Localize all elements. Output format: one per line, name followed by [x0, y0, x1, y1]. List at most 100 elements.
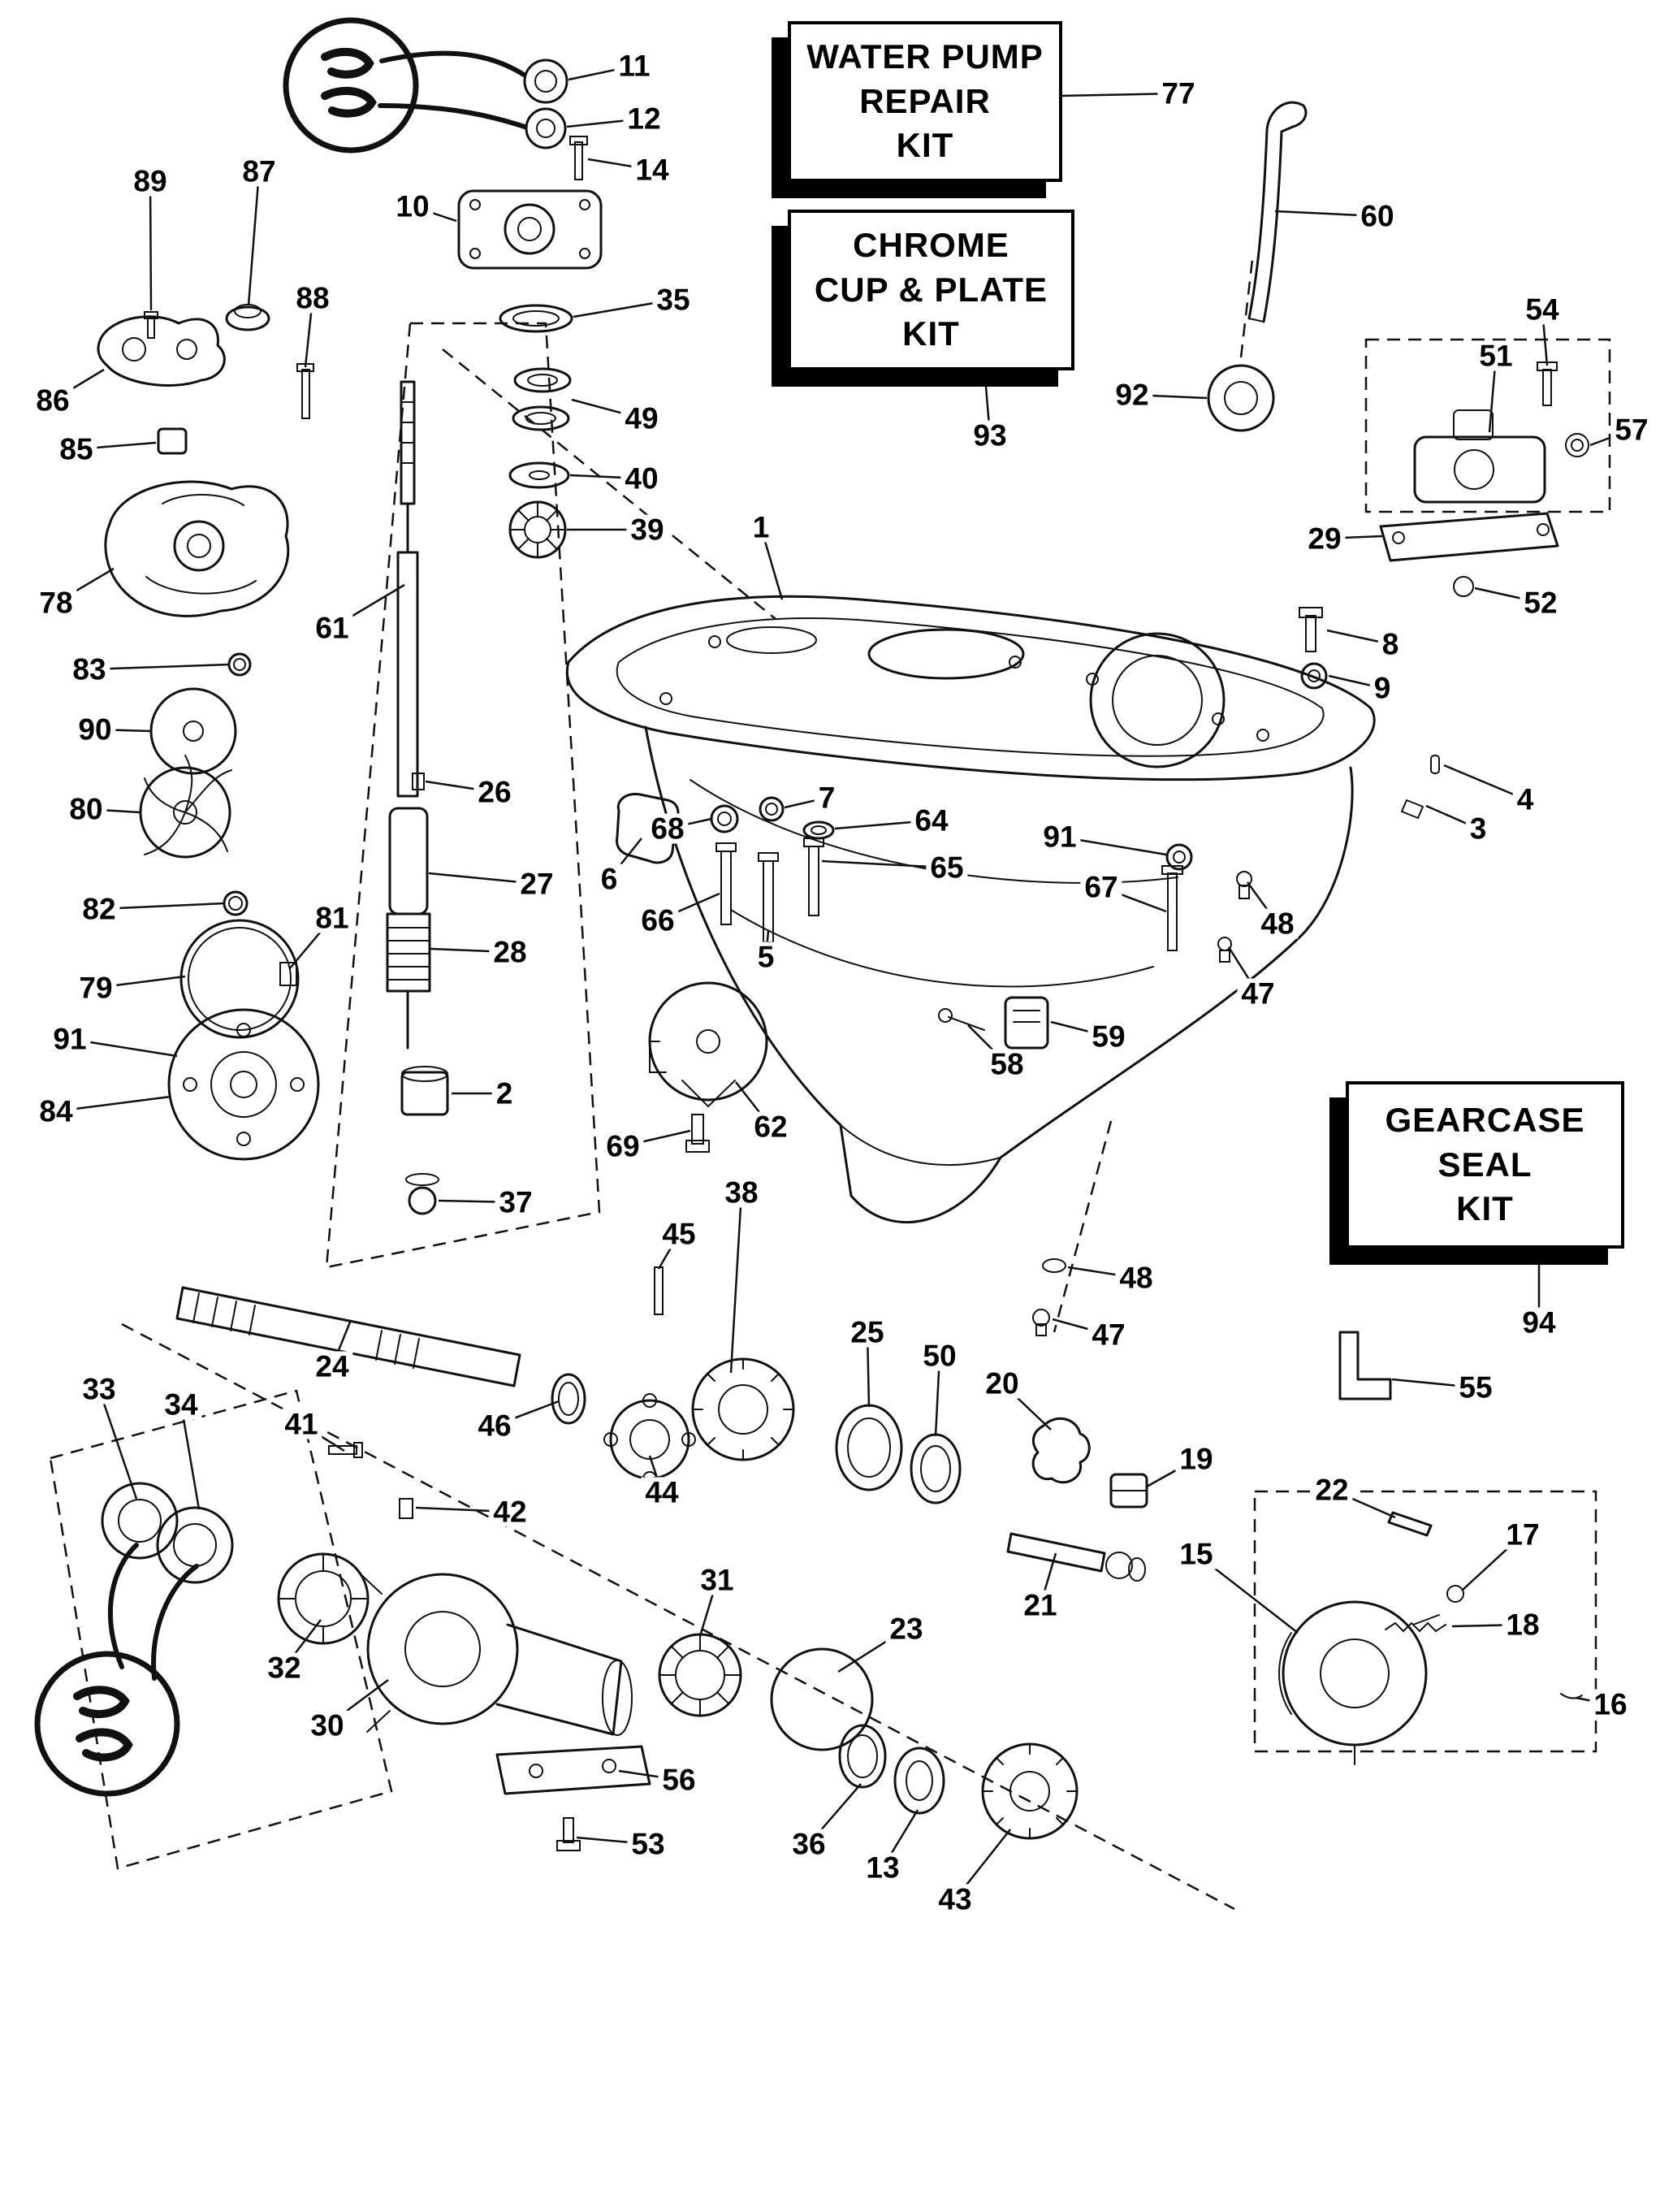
part-number-10: 10: [391, 191, 434, 222]
part-number-87: 87: [238, 156, 280, 187]
part-number-61: 61: [311, 613, 353, 643]
upper-seal-stack: [457, 58, 603, 559]
driveshaft-stack: [386, 380, 449, 1215]
part-number-38: 38: [720, 1177, 763, 1208]
part-number-46: 46: [473, 1410, 516, 1441]
kit-box-gearcase-seal: GEARCASE SEAL KIT: [1346, 1081, 1624, 1249]
part-number-21: 21: [1019, 1590, 1061, 1621]
part-number-7: 7: [814, 782, 840, 813]
part-number-22: 22: [1311, 1474, 1353, 1505]
part-number-39: 39: [626, 514, 668, 545]
part-number-27: 27: [516, 868, 558, 899]
part-number-34: 34: [160, 1389, 202, 1420]
part-number-81: 81: [311, 903, 353, 933]
leader-line: [89, 663, 230, 671]
part-number-52: 52: [1520, 587, 1562, 618]
part-number-20: 20: [981, 1368, 1023, 1399]
part-number-42: 42: [489, 1496, 531, 1527]
part-number-48: 48: [1256, 908, 1299, 939]
part-number-19: 19: [1175, 1444, 1217, 1474]
part-number-80: 80: [65, 794, 107, 825]
retaining-ring-detail-bottom: [34, 1543, 199, 1797]
part-number-44: 44: [641, 1477, 683, 1508]
part-number-8: 8: [1377, 629, 1403, 660]
part-number-91: 91: [1039, 821, 1081, 852]
water-tube-and-pickup: [1207, 101, 1589, 597]
part-number-93: 93: [969, 420, 1011, 451]
part-number-47: 47: [1087, 1319, 1130, 1350]
part-number-58: 58: [986, 1049, 1028, 1080]
part-number-49: 49: [620, 403, 663, 434]
part-number-67: 67: [1080, 872, 1122, 903]
part-number-14: 14: [631, 154, 673, 185]
water-pump-group: [97, 304, 320, 1161]
kit-label-line: WATER PUMP: [806, 37, 1044, 76]
part-number-32: 32: [263, 1652, 305, 1683]
part-number-2: 2: [491, 1078, 517, 1109]
part-number-89: 89: [129, 166, 171, 197]
part-number-56: 56: [658, 1764, 700, 1795]
part-number-64: 64: [910, 805, 953, 836]
leader-line: [149, 180, 153, 311]
part-number-69: 69: [602, 1131, 644, 1162]
part-number-25: 25: [846, 1317, 888, 1348]
part-number-15: 15: [1175, 1539, 1217, 1569]
part-number-17: 17: [1502, 1519, 1544, 1550]
leader-line: [97, 1388, 138, 1500]
part-number-26: 26: [473, 777, 516, 807]
leader-line: [1443, 764, 1526, 801]
part-number-68: 68: [646, 813, 689, 844]
part-number-36: 36: [788, 1829, 830, 1859]
kit-label-line: KIT: [1456, 1189, 1514, 1228]
kit-label-line: KIT: [896, 126, 954, 165]
part-number-43: 43: [934, 1884, 976, 1915]
kit-box-chrome-cup-plate: CHROME CUP & PLATE KIT: [788, 210, 1074, 370]
part-number-45: 45: [658, 1219, 700, 1249]
part-number-83: 83: [68, 654, 110, 685]
leader-line: [821, 859, 948, 869]
part-number-23: 23: [885, 1613, 927, 1644]
part-number-47: 47: [1237, 978, 1279, 1009]
retaining-ring-detail-top: [283, 17, 527, 154]
part-number-57: 57: [1610, 414, 1653, 445]
part-number-1: 1: [748, 512, 774, 543]
part-number-3: 3: [1465, 813, 1491, 844]
part-number-55: 55: [1455, 1372, 1497, 1403]
part-number-88: 88: [292, 283, 334, 314]
part-number-28: 28: [489, 937, 531, 967]
part-number-91: 91: [49, 1024, 91, 1054]
kit-label-line: REPAIR: [859, 81, 991, 120]
part-number-40: 40: [620, 463, 663, 494]
part-number-86: 86: [32, 385, 74, 416]
part-number-79: 79: [75, 972, 117, 1003]
part-number-94: 94: [1518, 1307, 1560, 1338]
propshaft-assembly: [101, 1266, 1583, 1851]
part-number-78: 78: [35, 587, 77, 618]
part-number-65: 65: [926, 852, 968, 883]
part-number-33: 33: [78, 1374, 120, 1405]
part-number-6: 6: [596, 864, 622, 894]
part-number-37: 37: [495, 1187, 537, 1218]
part-number-50: 50: [919, 1340, 961, 1371]
part-number-85: 85: [55, 434, 97, 465]
part-number-12: 12: [623, 103, 665, 134]
part-number-82: 82: [78, 894, 120, 924]
gearcase-housing: [565, 595, 1376, 1224]
leader-line: [179, 1404, 201, 1510]
fasteners-center: [616, 607, 1440, 1336]
part-number-90: 90: [74, 714, 116, 745]
part-number-66: 66: [637, 905, 679, 936]
part-number-9: 9: [1369, 673, 1395, 703]
part-number-5: 5: [753, 942, 779, 972]
leader-line: [247, 171, 261, 306]
part-number-30: 30: [306, 1710, 348, 1741]
leader-line: [98, 902, 225, 911]
part-number-4: 4: [1512, 784, 1538, 815]
part-number-31: 31: [696, 1565, 738, 1595]
part-number-13: 13: [862, 1852, 904, 1883]
kit-box-water-pump-repair: WATER PUMP REPAIR KIT: [788, 21, 1062, 182]
part-number-24: 24: [311, 1351, 353, 1382]
part-number-35: 35: [652, 284, 694, 315]
part-number-29: 29: [1303, 523, 1346, 554]
